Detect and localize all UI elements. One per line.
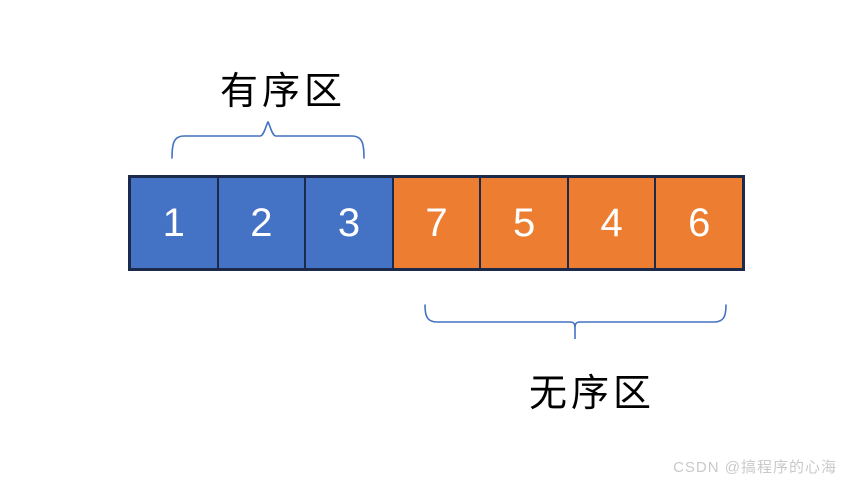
sorted-region-label: 有序区 — [219, 71, 346, 113]
over-brace-icon — [171, 121, 365, 159]
array-cell: 7 — [391, 178, 480, 268]
array-cell: 2 — [216, 178, 305, 268]
under-brace-icon — [424, 304, 727, 339]
array-cell: 4 — [566, 178, 655, 268]
array-cell: 5 — [479, 178, 567, 268]
unsorted-region-label: 无序区 — [528, 373, 655, 415]
array-cell: 3 — [304, 178, 392, 268]
array-cell: 1 — [131, 178, 217, 268]
array-row: 1 2 3 7 5 4 6 — [128, 175, 745, 271]
array-cell: 6 — [654, 178, 743, 268]
watermark: CSDN @搞程序的心海 — [673, 459, 837, 476]
